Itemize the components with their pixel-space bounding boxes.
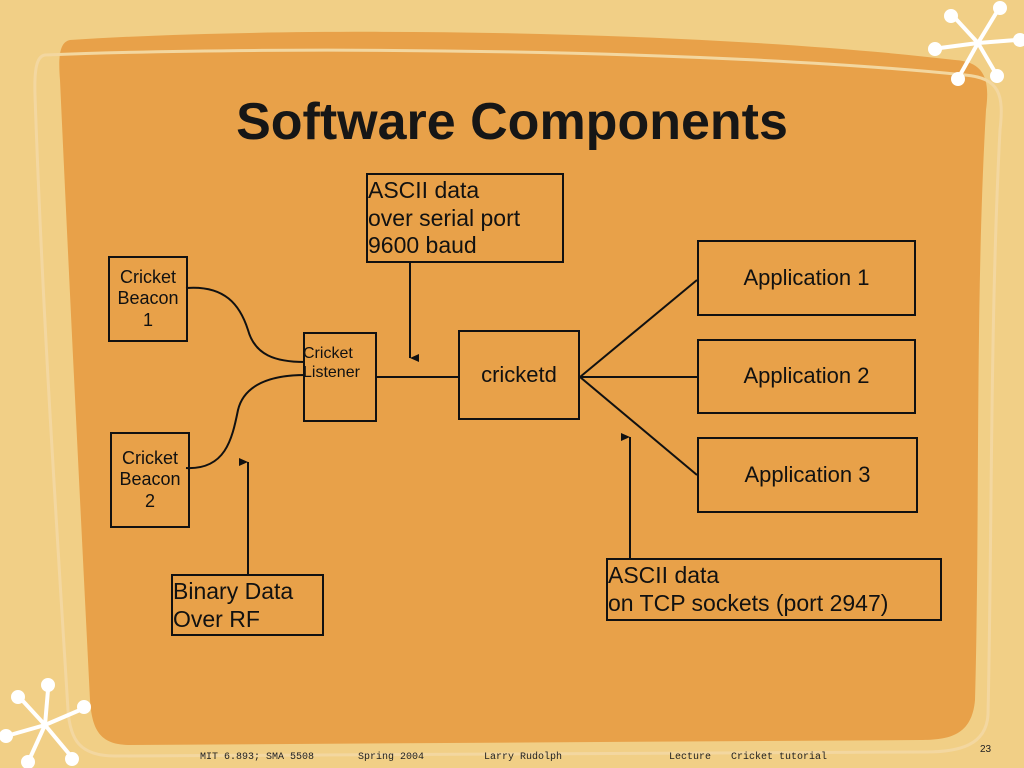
ascii-serial-box: ASCII data over serial port 9600 baud [366, 173, 564, 263]
listener-label: Cricket Listener [303, 345, 360, 382]
panel-outline [33, 48, 1003, 758]
beacon2-to-listener-link [185, 374, 306, 470]
footer-course: MIT 6.893; SMA 5508 [200, 752, 315, 763]
orange-panel [59, 31, 988, 745]
beacon1-to-listener-link [185, 286, 306, 363]
ascii-tcp-label: ASCII data on TCP sockets (port 2947) [608, 562, 889, 616]
beacon1-label: Cricket Beacon 1 [117, 266, 179, 330]
binary-rf-box: Binary Data Over RF [171, 574, 324, 636]
footer-term: Spring 2004 [358, 752, 425, 763]
ascii-serial-label: ASCII data over serial port 9600 baud [368, 177, 521, 259]
slide-title: Software Components [236, 93, 788, 151]
beacon2-box: Cricket Beacon 2 [110, 432, 190, 528]
cricketd-to-app1-link [579, 279, 698, 378]
cricketd-label: cricketd [481, 361, 557, 387]
app3-label: Application 3 [744, 461, 871, 487]
app1-box: Application 1 [697, 240, 916, 316]
app3-box: Application 3 [697, 437, 918, 513]
beacon1-box: Cricket Beacon 1 [108, 256, 188, 342]
listener-box: Cricket Listener [303, 332, 377, 422]
footer-topic: Cricket tutorial [731, 752, 828, 763]
app1-label: Application 1 [743, 264, 870, 290]
beacon2-label: Cricket Beacon 2 [119, 447, 181, 511]
footer-type: Lecture [669, 752, 712, 763]
ascii-tcp-box: ASCII data on TCP sockets (port 2947) [606, 558, 942, 621]
starburst-bottom-left-icon [0, 678, 91, 768]
app2-box: Application 2 [697, 339, 916, 414]
binary-rf-label: Binary Data Over RF [173, 578, 294, 632]
cricketd-to-app3-link [579, 376, 698, 476]
app2-label: Application 2 [743, 363, 870, 389]
cricketd-box: cricketd [458, 330, 580, 420]
footer-author: Larry Rudolph [484, 752, 563, 763]
starburst-top-right-icon [928, 1, 1024, 86]
page-number: 23 [980, 744, 992, 755]
